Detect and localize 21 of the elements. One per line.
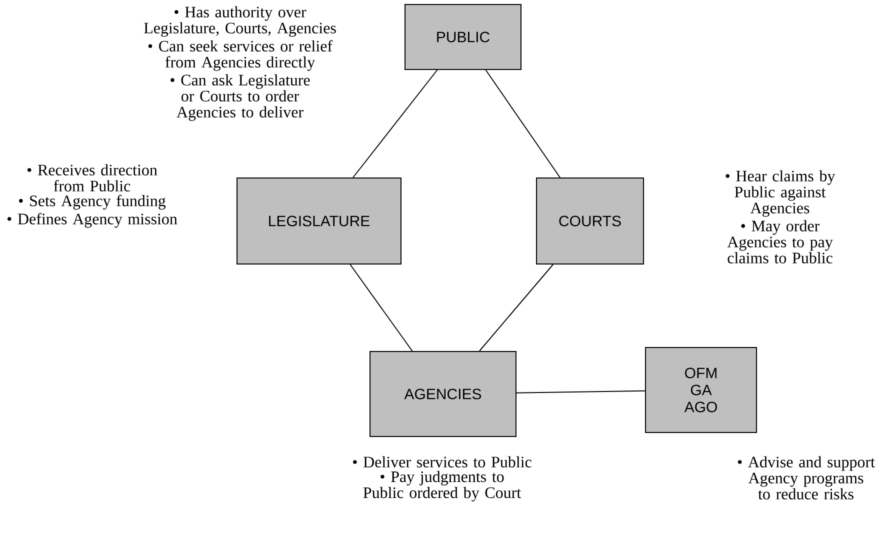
process-box: COURTS xyxy=(536,178,644,264)
connector-line xyxy=(350,264,413,352)
bullet-point: • Has authority over Legislature, Courts, Agencies xyxy=(144,6,336,37)
connector-line xyxy=(352,70,438,178)
process-box: PUBLIC xyxy=(404,4,522,70)
process-box: OFM GA AGO xyxy=(645,347,757,433)
connector-line xyxy=(485,70,560,178)
bullet-point: • Hear claims by Public against Agencies xyxy=(726,170,836,217)
bullet-point: • Deliver services to Public xyxy=(353,456,532,468)
bullet-point: • May order Agencies to pay claims to Public xyxy=(727,220,833,264)
bullet-point: • Pay judgments to Public ordered by Court xyxy=(363,470,521,502)
bullet-point: • Sets Agency funding xyxy=(19,194,166,210)
connector-line xyxy=(516,390,646,394)
process-box: AGENCIES xyxy=(370,351,516,437)
connector-line xyxy=(478,264,554,352)
bullet-point: • Can seek services or relief from Agencies directly xyxy=(148,40,333,71)
process-box: LEGISLATURE xyxy=(236,178,402,264)
bullet-point: • Defines Agency mission xyxy=(7,212,178,228)
bullet-point: • Receives direction from Public xyxy=(27,164,158,192)
bullet-point: • Can ask Legislature or Courts to order Agencies to deliver xyxy=(170,74,310,121)
bullet-point: • Advise and support Agency programs to reduce risks xyxy=(738,456,875,500)
